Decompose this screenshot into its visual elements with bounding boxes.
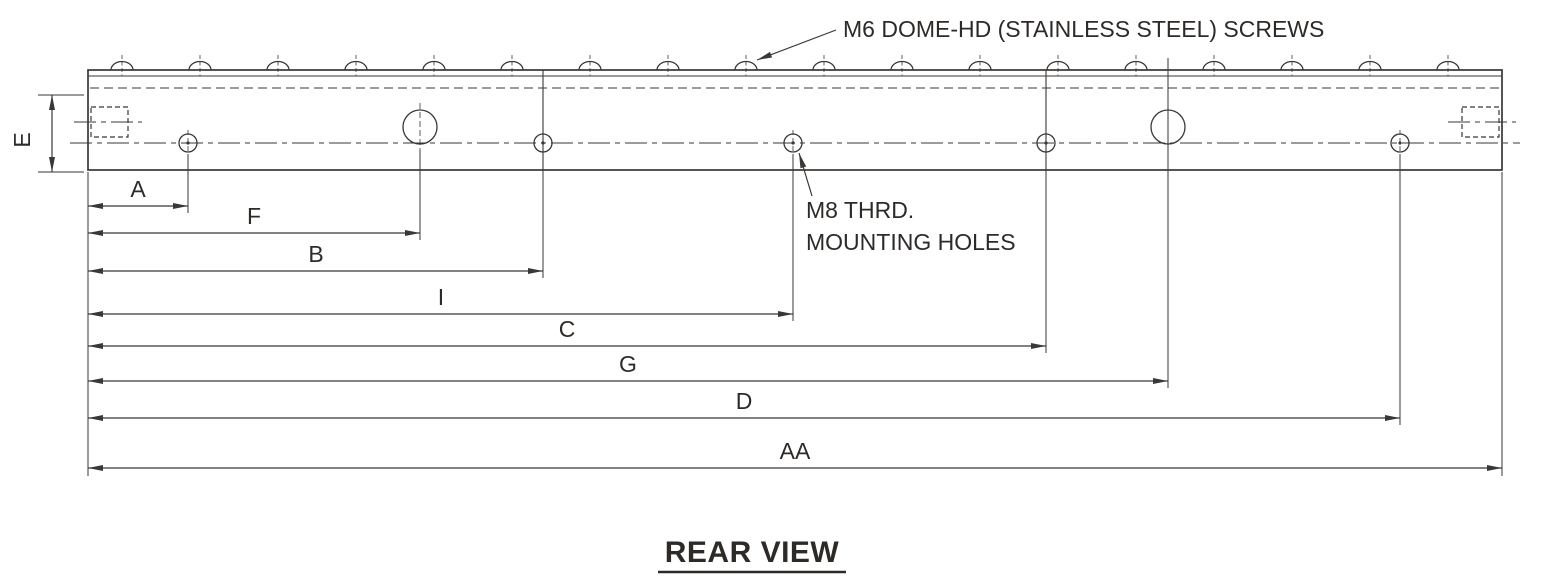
extension-lines [87, 58, 1503, 476]
dimension-D: D [88, 388, 1400, 421]
mounting-callout-line1: M8 THRD. [806, 197, 914, 223]
mounting-callout-line2: MOUNTING HOLES [806, 229, 1016, 255]
dome-screw [344, 54, 368, 77]
m8-mounting-hole [533, 129, 553, 157]
dim-label-f: F [247, 203, 261, 229]
dome-screw [500, 54, 524, 77]
dim-label-i: I [438, 284, 444, 310]
mounting-holes [178, 102, 1410, 157]
callout-screws: M6 DOME-HD (STAINLESS STEEL) SCREWS [756, 16, 1324, 61]
dome-screw [188, 54, 212, 77]
dome-screw [1202, 54, 1226, 77]
dimension-F: F [88, 203, 420, 236]
dome-screw [110, 54, 134, 77]
view-title: REAR VIEW [658, 536, 846, 574]
dimension-I: I [88, 284, 793, 317]
dome-screw [1280, 54, 1304, 77]
dim-label-c: C [559, 316, 576, 342]
dome-screw [422, 54, 446, 77]
dim-label-aa: AA [780, 438, 811, 464]
end-thread-left [74, 106, 142, 138]
screws-callout-text: M6 DOME-HD (STAINLESS STEEL) SCREWS [843, 16, 1324, 42]
leader-line [756, 29, 837, 61]
dome-screw [266, 54, 290, 77]
dome-screw [812, 54, 836, 77]
dimension-C: C [88, 316, 1046, 349]
bar-outline [87, 69, 1503, 171]
view-title-text: REAR VIEW [665, 536, 840, 569]
dimension-B: B [88, 241, 543, 274]
dome-screw [1436, 54, 1460, 77]
end-thread-right [1448, 106, 1516, 138]
dim-label-a: A [130, 176, 146, 202]
dim-label-b: B [308, 241, 323, 267]
dimension-G: G [88, 351, 1168, 384]
dim-label-d: D [736, 388, 753, 414]
dim-label-g: G [619, 351, 637, 377]
dome-screw [968, 54, 992, 77]
dome-screws [110, 54, 1460, 77]
callout-mounting-holes: M8 THRD. MOUNTING HOLES [798, 152, 1016, 255]
dimension-AA: AA [88, 438, 1502, 471]
dome-screw [1358, 54, 1382, 77]
dome-screw [656, 54, 680, 77]
dimension-E: E [9, 94, 84, 173]
dimension-A: A [88, 176, 188, 209]
dome-screw [734, 54, 758, 77]
bar-body [87, 69, 1503, 171]
dome-screw [1124, 54, 1148, 77]
large-hole [402, 102, 438, 152]
dim-label-e: E [9, 132, 35, 147]
dome-screw [1046, 54, 1070, 77]
dome-screw [890, 54, 914, 77]
leader-line [798, 152, 813, 197]
dome-screw [578, 54, 602, 77]
